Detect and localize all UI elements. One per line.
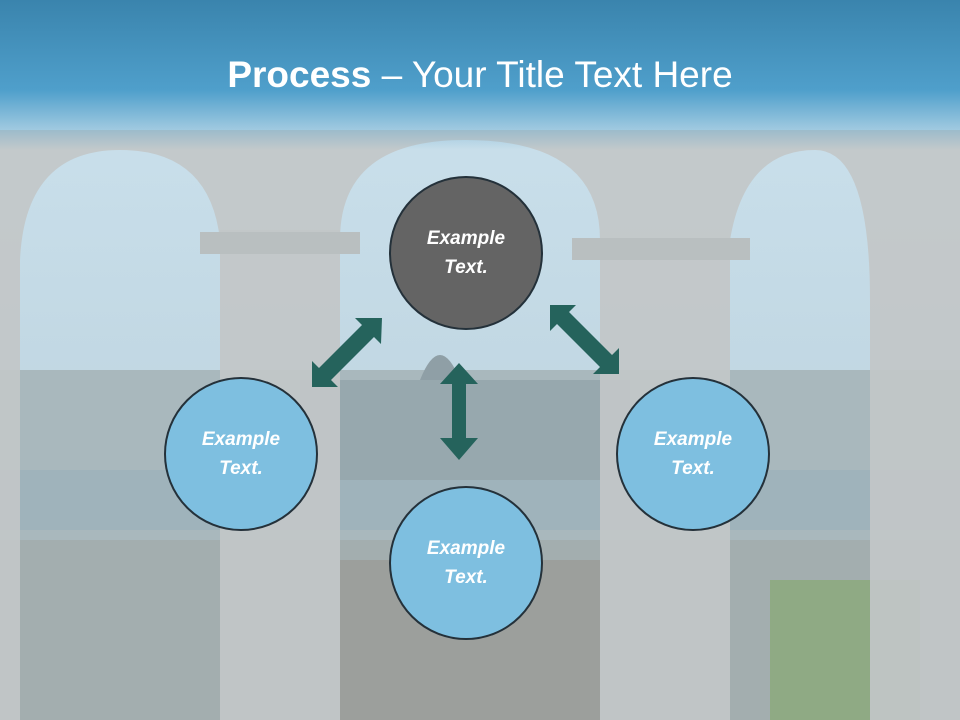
slide-title: Process – Your Title Text Here: [0, 52, 960, 98]
process-node-right: Example Text.: [616, 377, 770, 531]
process-node-center: Example Text.: [389, 176, 543, 330]
process-node-bottom-label: Example Text.: [426, 538, 506, 588]
arrow-center-bottom: [440, 363, 478, 460]
arrow-center-left: [312, 318, 382, 387]
process-node-right-label: Example Text.: [653, 429, 733, 479]
title-rest: – Your Title Text Here: [371, 54, 733, 95]
process-node-center-label: Example Text.: [426, 228, 506, 278]
process-node-left: Example Text.: [164, 377, 318, 531]
process-node-bottom: Example Text.: [389, 486, 543, 640]
title-bold: Process: [227, 54, 372, 95]
process-node-left-label: Example Text.: [201, 429, 281, 479]
arrow-center-right: [550, 305, 619, 374]
title-bar: [0, 0, 960, 150]
